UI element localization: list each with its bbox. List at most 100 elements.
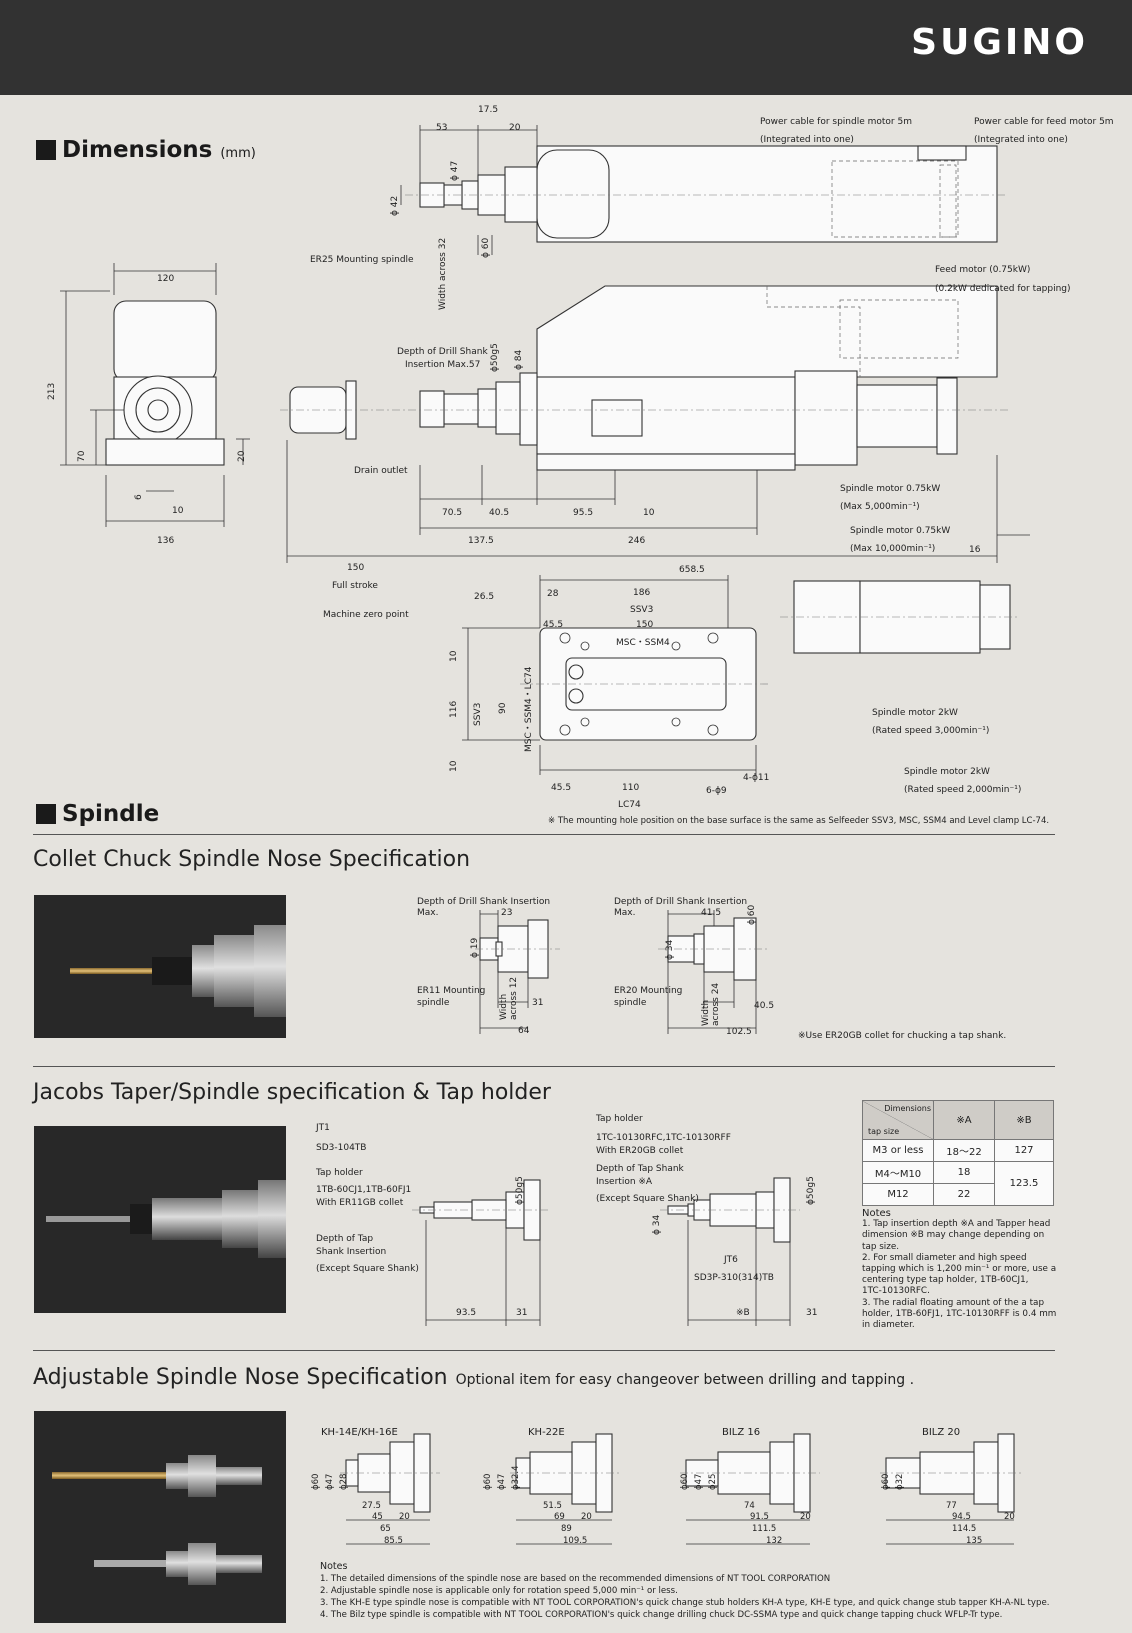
kh22e-dim: 89 — [561, 1524, 572, 1534]
bilz20-phi32: ϕ32 — [895, 1473, 905, 1490]
kh22e-dim: 109.5 — [563, 1536, 588, 1546]
kh14e-phi28: ϕ28 — [339, 1473, 349, 1490]
spindle-title: Spindle — [36, 801, 159, 827]
note-line: 1TC-10130RFC. — [862, 1286, 930, 1297]
dim-10c: 10 — [449, 650, 459, 662]
collet-note: ※Use ER20GB collet for chucking a tap sh… — [798, 1031, 1007, 1041]
label-feed-motor: Feed motor (0.75kW) — [935, 265, 1031, 275]
dim-95-5: 95.5 — [573, 508, 594, 518]
dim-26-5: 26.5 — [474, 592, 495, 602]
note-line: 3. The radial floating amount of the a t… — [862, 1297, 1045, 1308]
collet-b-phi60: ϕ 60 — [747, 904, 757, 925]
dim-110: 110 — [622, 783, 640, 793]
table-cell: M12 — [862, 1183, 934, 1206]
tap-holder-image — [46, 1180, 286, 1258]
jacobs-31a: 31 — [516, 1308, 528, 1318]
dim-90: 90 — [498, 702, 508, 714]
bilz16-drawing — [680, 1433, 820, 1513]
label-sm2b: Spindle motor 2kW — [904, 767, 990, 777]
label-width32: Width across 32 — [438, 237, 448, 310]
collet-drawings — [475, 910, 770, 1034]
collet-a-23: 23 — [501, 908, 513, 918]
table-header-dimensions: Dimensions — [884, 1104, 931, 1113]
collet-b-41-5: 41.5 — [701, 908, 722, 918]
label-sm2a: Spindle motor 2kW — [872, 708, 958, 718]
bilz20-dim: 114.5 — [952, 1524, 977, 1534]
label-msc-ssm4-lc74: MSC・SSM4・LC74 — [524, 666, 534, 752]
dim-136: 136 — [157, 536, 175, 546]
section-square-icon — [36, 140, 56, 160]
divider — [33, 834, 1055, 835]
note-line: 3. The KH-E type spindle nose is compati… — [320, 1598, 1050, 1608]
jacobs-xb: ※B — [736, 1308, 750, 1318]
label-depth-drill-1: Depth of Drill Shank — [397, 347, 488, 357]
dim-70-5: 70.5 — [442, 508, 463, 518]
bilz20-dim: 135 — [966, 1536, 983, 1546]
table-corner-cell: Dimensions tap size — [862, 1100, 934, 1140]
table-cell: 18～22 — [933, 1139, 995, 1162]
collet-b-depth1: Depth of Drill Shank Insertion — [614, 897, 748, 907]
kh14e-phi47: ϕ47 — [325, 1473, 335, 1490]
label-sm075a: Spindle motor 0.75kW — [840, 484, 941, 494]
label-drain: Drain outlet — [354, 466, 408, 476]
label-er25: ER25 Mounting spindle — [310, 255, 414, 265]
label-depth-drill-2: Insertion Max.57 — [405, 360, 481, 370]
collet-a-er11: ER11 Mounting — [417, 986, 486, 996]
spindle-heading: Spindle — [62, 801, 160, 827]
kh22e-phi47: ϕ47 — [497, 1473, 507, 1490]
adjustable-nose-image — [52, 1455, 262, 1585]
jacobs-er20gb: With ER20GB collet — [596, 1146, 684, 1156]
note-line: holder, 1TB-60FJ1, 1TC-10130RFF is 0.4 m… — [862, 1308, 1057, 1319]
dim-10b: 10 — [643, 508, 655, 518]
nose-name-kh14e: KH-14E/KH-16E — [321, 1427, 398, 1438]
bilz16-dim: 132 — [766, 1536, 783, 1546]
adjustable-drawings — [340, 1433, 1024, 1545]
header-bar: SUGINO — [0, 0, 1132, 95]
jacobs-notes: Notes 1. Tap insertion depth ※A and Tapp… — [862, 1208, 1062, 1331]
kh14e-dim: 27.5 — [362, 1501, 381, 1511]
bilz20-dim: 94.5 — [952, 1512, 971, 1522]
dim-246: 246 — [628, 536, 646, 546]
kh22e-phi60: ϕ60 — [483, 1473, 493, 1490]
dimensions-heading: Dimensions — [62, 137, 213, 163]
dim-658-5: 658.5 — [679, 565, 705, 575]
er11-drawing — [475, 910, 560, 1034]
bilz16-phi25: ϕ25 — [708, 1473, 718, 1490]
label-power-feed: Power cable for feed motor 5m — [974, 117, 1114, 127]
dim-6: 6 — [134, 494, 144, 500]
dim-phi60: ϕ 60 — [481, 237, 491, 258]
jacobs-tap-holder: Tap holder — [316, 1168, 363, 1178]
label-sm2a-speed: (Rated speed 3,000min⁻¹) — [872, 726, 990, 736]
note-line: tap size. — [862, 1241, 900, 1252]
kh14e-dim: 45 — [372, 1512, 383, 1522]
table-cell: 127 — [994, 1139, 1054, 1162]
collet-a-phi19: ϕ 19 — [470, 937, 480, 958]
label-sm075b-speed: (Max 10,000min⁻¹) — [850, 544, 936, 554]
jacobs-31b: 31 — [806, 1308, 818, 1318]
note-line: centering type tap holder, 1TB-60CJ1, — [862, 1275, 1029, 1286]
adjustable-photo — [34, 1411, 286, 1623]
label-holes4: 4-ϕ11 — [743, 773, 770, 783]
side-view — [280, 285, 1030, 563]
jacobs-tb: 1TB-60CJ1,1TB-60FJ1 — [316, 1185, 412, 1195]
er20-drawing — [658, 910, 770, 1034]
table-header-tap: tap size — [868, 1127, 900, 1136]
table-cell: M4～M10 — [862, 1161, 934, 1184]
front-view — [60, 263, 250, 527]
note-line: tapping which is 1,200 min⁻¹ or more, us… — [862, 1264, 1057, 1275]
label-feed-motor-tap: (0.2kW dedicated for tapping) — [935, 284, 1071, 294]
note-line: in diameter. — [862, 1320, 915, 1331]
jacobs-phi34: ϕ 34 — [652, 1214, 662, 1235]
bilz16-dim: 111.5 — [752, 1524, 777, 1534]
label-holes6: 6-ϕ9 — [706, 786, 727, 796]
divider — [33, 1350, 1055, 1351]
collet-chuck-image — [70, 925, 286, 1017]
dim-28: 28 — [547, 589, 559, 599]
kh14e-phi60: ϕ60 — [311, 1473, 321, 1490]
dim-45-5b: 45.5 — [551, 783, 572, 793]
table-cell: 18 — [933, 1161, 995, 1184]
dim-17-5: 17.5 — [478, 105, 499, 115]
notes-title: Notes — [862, 1208, 891, 1219]
collet-b-102-5: 102.5 — [726, 1027, 752, 1037]
jt6-drawing — [660, 1177, 800, 1326]
